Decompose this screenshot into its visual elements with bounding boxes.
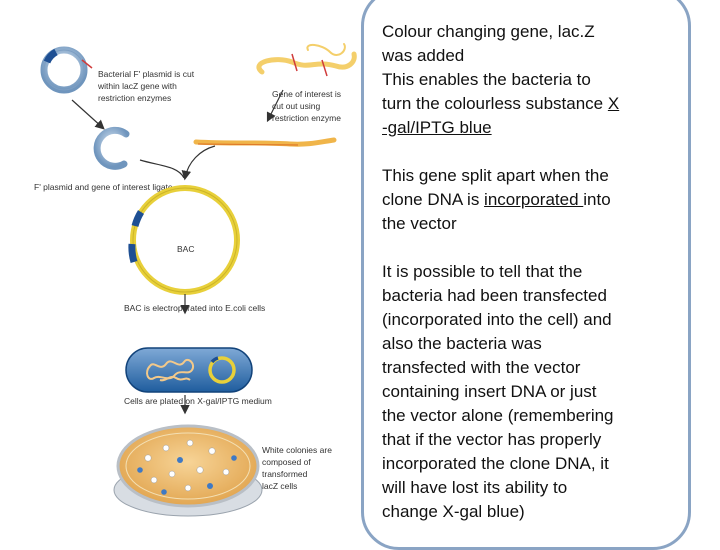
underlined-text: incorporated xyxy=(484,190,583,209)
text-line: containing insert DNA or just xyxy=(382,380,682,404)
text-line: transfected with the vector xyxy=(382,356,682,380)
text-line: change X-gal blue) xyxy=(382,500,682,524)
label-white-colonies: White colonies are composed of transform… xyxy=(262,445,334,491)
dna-strand-icon xyxy=(259,44,354,76)
text-line: that if the vector has properly xyxy=(382,428,682,452)
text-line: turn the colourless substance X xyxy=(382,92,682,116)
text-block-transfection: It is possible to tell that the bacteria… xyxy=(382,260,682,524)
text-line: -gal/IPTG blue xyxy=(382,116,682,140)
cut-plasmid-icon xyxy=(97,130,126,166)
bac-plasmid-icon xyxy=(132,188,237,292)
text-line: Colour changing gene, lac.Z xyxy=(382,20,682,44)
text-line: This enables the bacteria to xyxy=(382,68,682,92)
label-bac: BAC xyxy=(177,244,194,254)
underlined-text: -gal/IPTG blue xyxy=(382,118,492,137)
label-plated: Cells are plated on X-gal/IPTG medium xyxy=(124,396,272,406)
merge-line-icon xyxy=(140,160,184,178)
petri-dish-icon xyxy=(114,426,262,516)
text-line: (incorporated into the cell) and xyxy=(382,308,682,332)
label-ligate: F' plasmid and gene of interest ligate xyxy=(34,182,173,192)
label-gene-cut: Gene of interest is cut out using restri… xyxy=(272,89,343,123)
gene-fragment-icon xyxy=(196,140,334,144)
text-block-gene-split: This gene split apart when the clone DNA… xyxy=(382,164,682,236)
text-line: bacteria had been transfected xyxy=(382,284,682,308)
label-plasmid-cut: Bacterial F' plasmid is cut within lacZ … xyxy=(97,69,196,103)
text-line: This gene split apart when the xyxy=(382,164,682,188)
underlined-text: X xyxy=(608,94,619,113)
text-line: It is possible to tell that the xyxy=(382,260,682,284)
cloning-diagram: Bacterial F' plasmid is cut within lacZ … xyxy=(0,0,370,540)
f-plasmid-icon xyxy=(44,50,92,90)
text-line: clone DNA is incorporated into xyxy=(382,188,682,212)
text-line: the vector alone (remembering xyxy=(382,404,682,428)
text-line: will have lost its ability to xyxy=(382,476,682,500)
ecoli-cell-icon xyxy=(126,348,252,392)
arrow-icon xyxy=(72,100,103,128)
label-electroporated: BAC is electroporated into E.coli cells xyxy=(124,303,265,313)
text-line: the vector xyxy=(382,212,682,236)
text-line: was added xyxy=(382,44,682,68)
text-line: also the bacteria was xyxy=(382,332,682,356)
text-line: incorporated the clone DNA, it xyxy=(382,452,682,476)
text-block-lacz: Colour changing gene, lac.Z was added Th… xyxy=(382,20,682,140)
arrow-icon xyxy=(185,146,215,178)
